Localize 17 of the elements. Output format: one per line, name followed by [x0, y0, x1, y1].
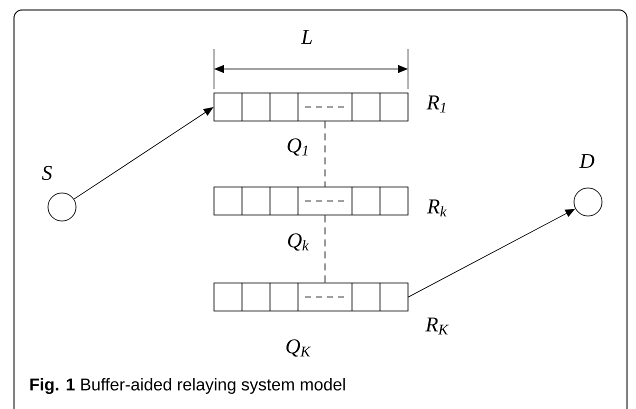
- node-label: Q$_{K}$: [286, 339, 311, 357]
- dashed-line: [324, 215, 326, 283]
- node-label: Q$_{k}$: [288, 233, 309, 251]
- node-circle: [48, 192, 76, 222]
- node-label: D: [579, 154, 594, 168]
- node-label: R$_{k}$: [426, 200, 447, 216]
- buffer-queue: [214, 186, 408, 216]
- buffer-queue: [214, 282, 408, 312]
- node-circle: [574, 188, 602, 216]
- node-label: R$_{K}$: [425, 318, 449, 334]
- figure-caption: Fig. 1 Buffer-aided relaying system model: [30, 378, 345, 394]
- dimension-label: L: [300, 30, 312, 44]
- dashed-line: [324, 121, 326, 187]
- node-label: Q$_{1}$: [288, 138, 308, 156]
- node-label: R$_{1}$: [426, 96, 446, 112]
- node-label: S: [42, 166, 52, 180]
- buffer-queue: [214, 92, 408, 122]
